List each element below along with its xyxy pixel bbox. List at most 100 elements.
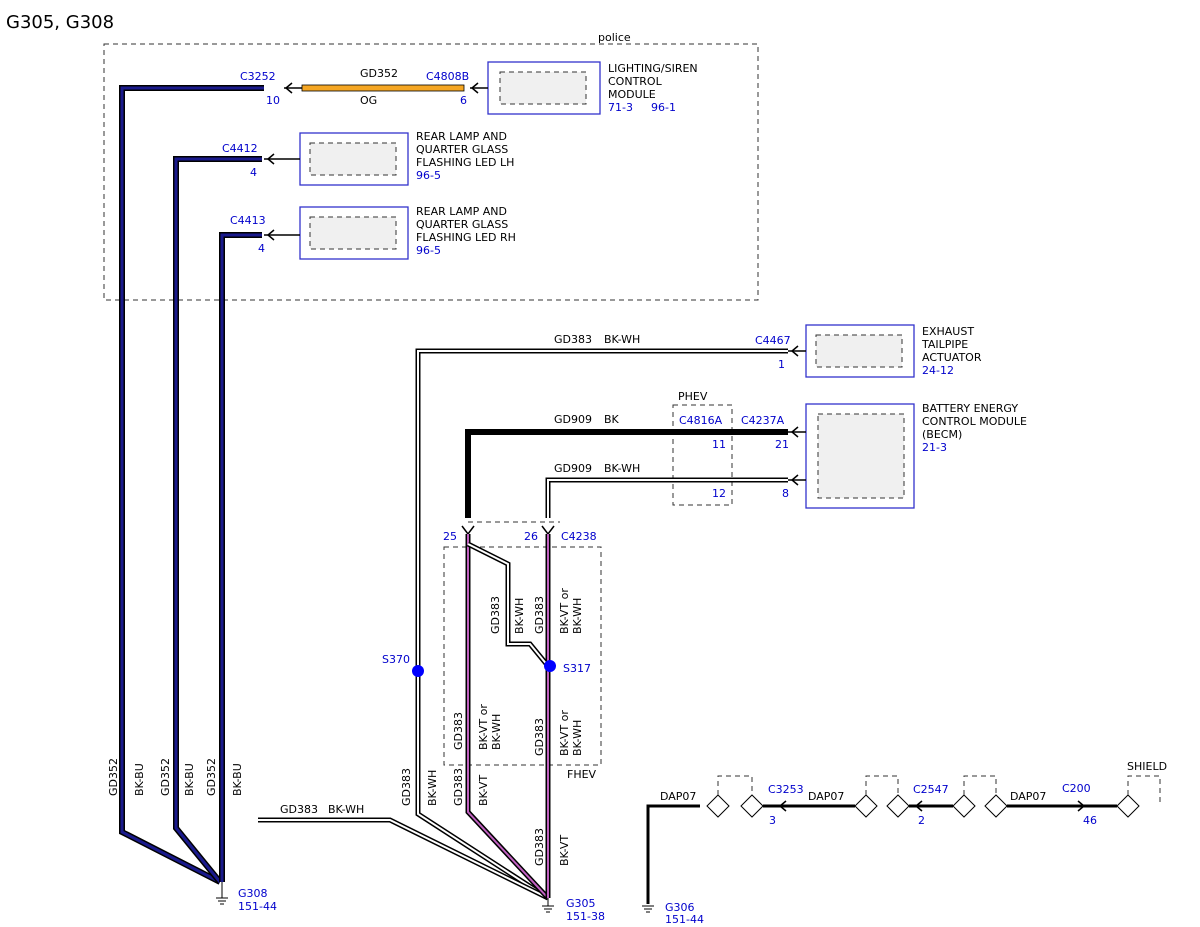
wire-bk-bu-bundle <box>119 85 264 885</box>
phev-region <box>672 404 733 506</box>
c4808b-label: C4808B <box>426 70 469 83</box>
wire-gd383-left-label: GD383 <box>280 803 318 816</box>
wire-gd383-top-label: GD383 <box>554 333 592 346</box>
rear-rh-ref: 96-5 <box>416 244 441 257</box>
c4816a-label: C4816A <box>679 414 723 427</box>
c3253-label: C3253 <box>768 783 804 796</box>
page-title: G305, G308 <box>6 12 114 33</box>
wire-gd383-vert-f: GD383 <box>452 768 465 806</box>
g305-ref: 151-38 <box>566 910 605 923</box>
c3253-pin: 3 <box>769 814 776 827</box>
c4412-pin-icon <box>266 153 275 165</box>
c4467-pin: 1 <box>778 358 785 371</box>
c4237a-pin8-icon <box>790 474 799 486</box>
wire-gd352-vert-1: GD352 <box>107 758 120 796</box>
exhaust-ref: 24-12 <box>922 364 954 377</box>
wire-bkwh-vert-e: BK-WH <box>426 770 439 806</box>
rear-rh-name-1: REAR LAMP AND <box>416 205 507 218</box>
c4467-pin-icon <box>790 345 799 357</box>
wire-bkvt-vert-g: BK-VT <box>558 835 571 866</box>
rear-rh-name-3: FLASHING LED RH <box>416 231 516 244</box>
c2547-label: C2547 <box>913 783 949 796</box>
c4816a-pin-11: 11 <box>712 438 726 451</box>
c4808b-pin: 6 <box>460 94 467 107</box>
becm-ref: 21-3 <box>922 441 947 454</box>
g305-label: G305 <box>566 897 596 910</box>
wire-gd383-bkwh-left <box>258 817 550 901</box>
c4413-pin: 4 <box>258 242 265 255</box>
c4238-pin26-icon <box>541 525 555 536</box>
phev-label: PHEV <box>678 390 708 403</box>
wire-gd909-label-2: GD909 <box>554 462 592 475</box>
shield-dashes <box>717 775 1161 806</box>
c4237a-pin-8: 8 <box>782 487 789 500</box>
wire-og-label: OG <box>360 94 377 107</box>
g308-label: G308 <box>238 887 268 900</box>
fhev-label: FHEV <box>567 768 597 781</box>
lighting-module-ref-2: 96-1 <box>651 101 676 114</box>
becm-module <box>805 403 915 509</box>
shield-label: SHIELD <box>1127 760 1167 773</box>
g305-ground-icon <box>541 905 555 913</box>
c4238-pin-25: 25 <box>443 530 457 543</box>
wire-gd352-label: GD352 <box>360 67 398 80</box>
c4413-label: C4413 <box>230 214 266 227</box>
wire-bkvt-vert-f: BK-VT <box>477 775 490 806</box>
c4816a-pin-12: 12 <box>712 487 726 500</box>
c4238-pin-26: 26 <box>524 530 538 543</box>
rear-rh-name-2: QUARTER GLASS <box>416 218 508 231</box>
wire-bkwh-vert-c: BK-WH <box>490 714 503 750</box>
c3252-label: C3252 <box>240 70 276 83</box>
wire-gd383-vert-d: GD383 <box>533 718 546 756</box>
c200-pin: 46 <box>1083 814 1097 827</box>
wire-bkbu-vert-3: BK-BU <box>231 763 244 796</box>
wire-bkwh-vert-b: BK-WH <box>571 598 584 634</box>
c4412-pin: 4 <box>250 166 257 179</box>
s317-splice <box>544 660 556 672</box>
wire-gd909-bkwh <box>545 477 788 518</box>
wire-gd383-vert-b: GD383 <box>533 596 546 634</box>
wire-dap07-label-2: DAP07 <box>808 790 844 803</box>
c4808b-pin-icon <box>470 82 479 94</box>
police-label: police <box>598 31 631 44</box>
shield-diamond-icons <box>706 794 1140 818</box>
rear-lh-name-2: QUARTER GLASS <box>416 143 508 156</box>
exhaust-name-3: ACTUATOR <box>922 351 982 364</box>
s370-label: S370 <box>382 653 410 666</box>
rear-lh-ref: 96-5 <box>416 169 441 182</box>
wire-bkwh-vert-a: BK-WH <box>513 598 526 634</box>
g306-ref: 151-44 <box>665 913 704 926</box>
c3252-pin-icon <box>284 82 293 94</box>
wire-bkwh-top-label: BK-WH <box>604 333 640 346</box>
s370-splice <box>412 665 424 677</box>
c200-label: C200 <box>1062 782 1091 795</box>
g306-label: G306 <box>665 901 695 914</box>
wire-bkbu-vert-2: BK-BU <box>183 763 196 796</box>
c4238-pin25-icon <box>461 525 475 536</box>
rear-lh-name-3: FLASHING LED LH <box>416 156 514 169</box>
becm-name-1: BATTERY ENERGY <box>922 402 1018 415</box>
c2547-pin-icon <box>914 800 923 812</box>
lighting-module-name-2: CONTROL <box>608 75 663 88</box>
g306-ground-icon <box>641 905 655 913</box>
g308-ref: 151-44 <box>238 900 277 913</box>
s317-label: S317 <box>563 662 591 675</box>
wire-bk-vt-bundle <box>465 534 551 900</box>
wire-bkbu-vert-1: BK-BU <box>133 763 146 796</box>
wire-gd909-label-1: GD909 <box>554 413 592 426</box>
lighting-module-name-1: LIGHTING/SIREN <box>608 62 698 75</box>
becm-name-2: CONTROL MODULE <box>922 415 1027 428</box>
c4237a-pin21-icon <box>790 426 799 438</box>
wire-dap07-label-1: DAP07 <box>660 790 696 803</box>
wire-bkwh-label-2: BK-WH <box>604 462 640 475</box>
rear-lh-name-1: REAR LAMP AND <box>416 130 507 143</box>
c4237a-label: C4237A <box>741 414 785 427</box>
g308-ground-icon <box>215 897 229 905</box>
wire-gd383-vert-a: GD383 <box>489 596 502 634</box>
wire-bkvt-or-vert-b: BK-VT or <box>558 588 571 634</box>
exhaust-name-1: EXHAUST <box>922 325 974 338</box>
wire-bk-label: BK <box>604 413 620 426</box>
fhev-region <box>443 546 602 766</box>
becm-name-3: (BECM) <box>922 428 962 441</box>
